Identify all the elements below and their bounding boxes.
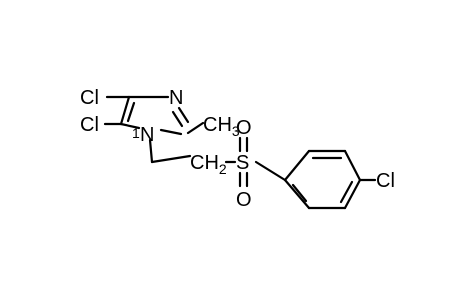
atom-cl-aryl: Cl xyxy=(376,170,395,192)
bond-ar-1 xyxy=(283,149,311,182)
bond-c5-c4-second xyxy=(126,101,136,123)
atom-s: S xyxy=(236,152,249,174)
atom-cl-lower: Cl xyxy=(80,114,99,136)
bond-ar-inner-2 xyxy=(339,180,354,204)
bond-ar-6 xyxy=(283,178,311,210)
bond-ar-4 xyxy=(343,178,362,210)
bond-ch2-ch2 xyxy=(150,154,192,164)
atom-o-lower: O xyxy=(236,189,252,211)
group-ch2: CH2 xyxy=(190,152,227,177)
atom-cl-upper: Cl xyxy=(80,87,99,109)
bond-ar-3 xyxy=(343,149,362,182)
atom-n-ring: N xyxy=(140,124,154,146)
atom-n-imine: N xyxy=(169,87,183,109)
group-ch3-subscript: 3 xyxy=(232,123,240,139)
group-ch3-main: CH xyxy=(203,114,232,136)
bond-n1-c5 xyxy=(119,122,141,130)
bond-s-aryl xyxy=(254,160,287,182)
bond-c2-ch3 xyxy=(186,121,205,135)
benzene-ring xyxy=(283,149,362,210)
group-ch2-subscript: 2 xyxy=(219,161,227,177)
bond-n3-c2-second xyxy=(171,110,184,128)
bond-n1-ch2 xyxy=(148,138,154,164)
bond-ar-inner-3 xyxy=(291,183,308,203)
bond-c5-c4 xyxy=(119,95,131,126)
bond-c2-n1 xyxy=(159,128,183,136)
atom-o-upper: O xyxy=(236,117,252,139)
atom-n-ring-locant: 1 xyxy=(132,125,140,141)
bond-n3-c2 xyxy=(177,106,190,124)
imidazole-ring xyxy=(119,95,190,136)
group-ch3: CH3 xyxy=(203,114,240,139)
group-ch2-main: CH xyxy=(190,152,219,174)
